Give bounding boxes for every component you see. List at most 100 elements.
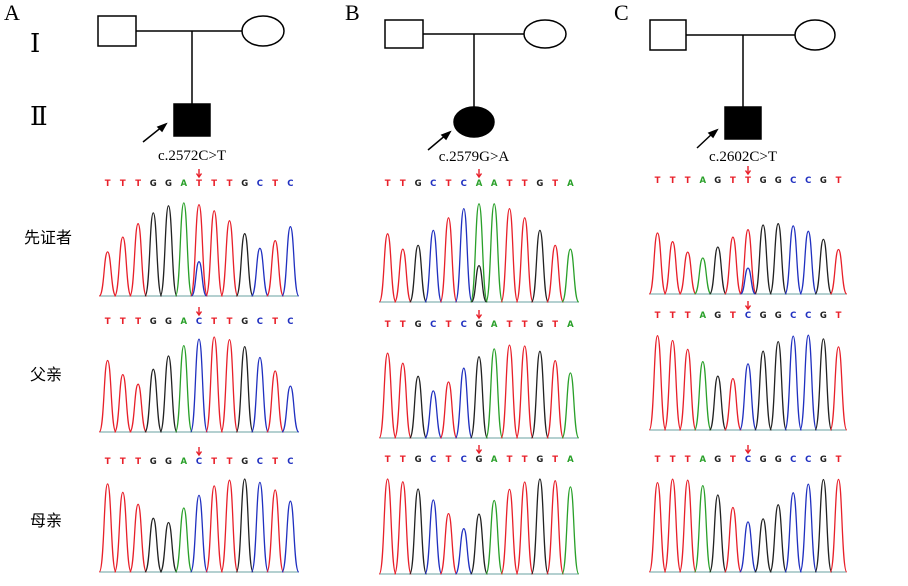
base-call: C bbox=[196, 317, 202, 327]
trace-peak bbox=[174, 344, 193, 433]
trace-peak bbox=[144, 517, 163, 573]
trace-peak bbox=[454, 528, 473, 575]
trace-peak bbox=[266, 489, 285, 573]
base-call: T bbox=[507, 179, 513, 189]
base-call: C bbox=[287, 179, 293, 189]
trace-peak bbox=[144, 212, 163, 297]
father-symbol bbox=[97, 15, 137, 47]
base-call: T bbox=[227, 179, 233, 189]
trace-peak bbox=[235, 233, 254, 297]
trace-peak bbox=[220, 479, 239, 573]
base-call: A bbox=[567, 320, 574, 330]
base-call: G bbox=[820, 311, 827, 321]
base-call: C bbox=[790, 176, 796, 186]
base-call: T bbox=[446, 455, 452, 465]
trace-peak bbox=[769, 504, 788, 573]
base-call: C bbox=[257, 179, 263, 189]
base-call: G bbox=[775, 176, 782, 186]
trace-peak bbox=[189, 204, 209, 297]
trace-peak bbox=[250, 481, 269, 573]
trace-peak bbox=[663, 241, 682, 295]
base-call: C bbox=[430, 320, 436, 330]
base-call: A bbox=[700, 455, 707, 465]
base-call: T bbox=[670, 176, 676, 186]
trace-peak bbox=[799, 483, 818, 573]
base-call: T bbox=[685, 311, 691, 321]
trace-peak bbox=[98, 359, 117, 433]
trace-peak bbox=[678, 251, 697, 295]
trace-peak bbox=[281, 226, 300, 297]
base-call: G bbox=[714, 176, 721, 186]
trace-peak bbox=[485, 348, 504, 439]
base-call: T bbox=[135, 317, 141, 327]
trace-peak bbox=[530, 478, 549, 575]
trace-peak bbox=[708, 246, 727, 295]
trace-peak bbox=[174, 202, 193, 297]
proband-arrow-icon bbox=[707, 128, 719, 139]
proband-arrow-icon bbox=[156, 122, 168, 133]
panel-label-c: C bbox=[614, 0, 629, 25]
trace-peak bbox=[129, 503, 148, 573]
panel-label-a: A bbox=[4, 0, 20, 25]
mutation-label-b: c.2579G>A bbox=[439, 149, 510, 165]
base-call: C bbox=[257, 317, 263, 327]
mutation-arrow-icon bbox=[475, 445, 483, 455]
trace-peak bbox=[266, 239, 285, 297]
pedigree-a bbox=[97, 15, 285, 143]
trace-peak bbox=[754, 224, 773, 295]
trace-peak bbox=[561, 372, 580, 439]
trace-peak bbox=[814, 478, 833, 573]
trace-peak bbox=[454, 207, 473, 303]
base-call: T bbox=[400, 179, 406, 189]
base-call: T bbox=[211, 317, 217, 327]
base-call: T bbox=[552, 320, 558, 330]
base-call: G bbox=[150, 179, 157, 189]
trace-peak bbox=[515, 345, 534, 439]
base-call: G bbox=[241, 317, 248, 327]
trace-peak bbox=[205, 336, 224, 433]
base-call: G bbox=[536, 320, 543, 330]
base-call: T bbox=[655, 455, 661, 465]
trace-peak bbox=[739, 363, 757, 431]
trace-peak bbox=[500, 344, 519, 439]
trace-peak bbox=[378, 478, 397, 575]
trace-peak bbox=[546, 359, 565, 439]
mother-symbol bbox=[241, 15, 285, 47]
base-call: C bbox=[461, 179, 467, 189]
base-call: G bbox=[536, 179, 543, 189]
trace-peak bbox=[485, 203, 504, 303]
base-call: T bbox=[105, 317, 111, 327]
trace-peak bbox=[393, 481, 412, 575]
trace-peak bbox=[515, 217, 534, 303]
base-call: T bbox=[227, 457, 233, 467]
base-call: T bbox=[272, 179, 278, 189]
base-call: G bbox=[150, 457, 157, 467]
base-call: G bbox=[165, 317, 172, 327]
trace-peak bbox=[678, 479, 697, 573]
mutation-arrow-icon bbox=[744, 445, 752, 455]
trace-peak bbox=[469, 203, 489, 303]
mutation-arrow-icon bbox=[195, 169, 203, 179]
base-call: G bbox=[775, 311, 782, 321]
base-call: G bbox=[714, 455, 721, 465]
base-call: T bbox=[446, 179, 452, 189]
trace-peak bbox=[739, 521, 757, 573]
trace-peak bbox=[648, 335, 667, 431]
mutation-arrow-icon bbox=[195, 307, 203, 317]
trace-peak bbox=[739, 229, 757, 295]
base-call: T bbox=[685, 455, 691, 465]
trace-peak bbox=[424, 499, 443, 575]
base-call: G bbox=[820, 455, 827, 465]
base-call: T bbox=[730, 455, 736, 465]
trace-peak bbox=[799, 230, 818, 295]
base-call: G bbox=[415, 320, 422, 330]
proband-arrow-icon bbox=[440, 130, 452, 141]
trace-peak bbox=[250, 356, 269, 433]
base-call: T bbox=[685, 176, 691, 186]
proband-affected-male bbox=[724, 106, 762, 140]
base-call: A bbox=[491, 320, 498, 330]
trace-peak bbox=[281, 500, 300, 573]
mutation-label-a: c.2572C>T bbox=[158, 148, 226, 164]
